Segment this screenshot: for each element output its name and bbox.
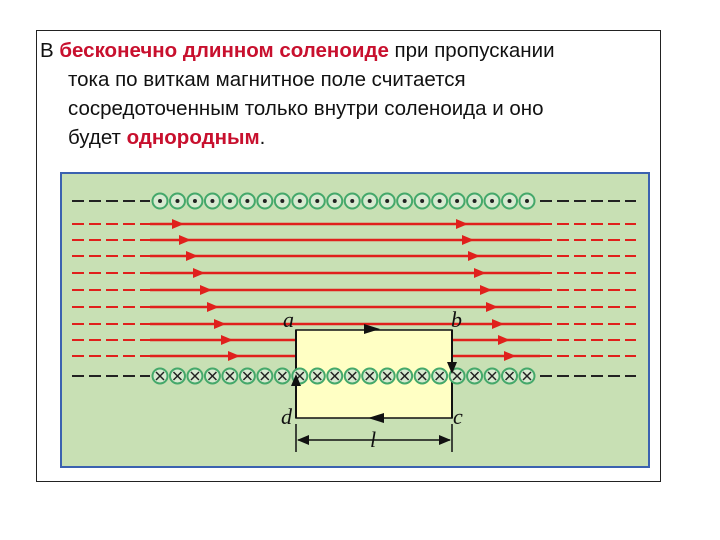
coil-dot	[472, 199, 477, 203]
field-arrow	[498, 335, 510, 345]
coil-cross	[207, 371, 217, 381]
contour-arrow-bc	[447, 362, 457, 374]
coil-dot	[455, 199, 460, 203]
text-line-1-suffix: при пропускании	[388, 39, 555, 62]
coil-dot	[385, 199, 390, 203]
coil-cross	[172, 371, 183, 381]
coil-cross	[435, 371, 445, 381]
coil-dot	[297, 199, 302, 203]
field-arrow	[492, 319, 504, 329]
coil-cross	[365, 371, 375, 381]
coil-dot	[262, 199, 267, 203]
field-arrow	[456, 219, 468, 229]
coil-cross	[452, 371, 462, 381]
contour-arrow-cd	[368, 413, 384, 423]
label-d: d	[281, 404, 293, 429]
field-arrow	[480, 285, 492, 295]
coil-cross	[522, 371, 532, 381]
coil-cross	[347, 371, 357, 381]
coil-cross	[417, 371, 427, 381]
label-l: l	[370, 427, 376, 452]
text-line-4-prefix: будет	[68, 126, 127, 149]
highlight-uniform: однородным	[126, 126, 260, 149]
field-arrow	[504, 351, 516, 361]
coil-dot	[245, 199, 250, 203]
coil-cross	[242, 371, 252, 381]
field-arrow	[462, 235, 474, 245]
text-line-1-prefix: В	[40, 39, 60, 62]
outside-dashed-lines	[72, 200, 636, 377]
coil-cross	[277, 371, 287, 381]
field-arrow	[207, 302, 219, 312]
coil-dot	[525, 199, 529, 203]
text-line-4: будет однородным.	[40, 123, 655, 152]
field-arrow	[186, 251, 198, 261]
coil-cross	[487, 371, 497, 381]
coil-dot	[332, 199, 337, 203]
highlight-solenoid: бесконечно длинном соленоиде	[59, 39, 389, 62]
coil-cross	[330, 371, 340, 381]
coil-dot	[437, 199, 442, 203]
top-coil-dots	[151, 192, 536, 210]
coil-dot	[210, 199, 215, 203]
contour-arrow-ab	[364, 324, 380, 334]
field-arrow	[474, 268, 486, 278]
description-text: В бесконечно длинном соленоиде при пропу…	[40, 36, 655, 152]
label-a: a	[283, 307, 294, 332]
field-arrow	[200, 285, 212, 295]
coil-dot	[227, 199, 232, 203]
coil-dot	[350, 199, 355, 203]
coil-dot	[280, 199, 285, 203]
coil-cross	[190, 371, 200, 381]
coil-cross	[382, 371, 392, 381]
contour-arrow-da	[291, 374, 301, 386]
coil-cross	[225, 371, 235, 381]
coil-dot	[507, 199, 512, 203]
field-arrow	[193, 268, 205, 278]
coil-dot	[315, 199, 320, 203]
label-b: b	[451, 307, 462, 332]
coil-cross	[155, 371, 165, 381]
field-arrow	[172, 219, 184, 229]
coil-cross	[312, 371, 322, 381]
field-arrow	[214, 319, 226, 329]
field-arrow	[468, 251, 480, 261]
coil-cross	[470, 371, 480, 381]
coil-dot	[490, 199, 495, 203]
field-arrow	[179, 235, 191, 245]
text-line-1: В бесконечно длинном соленоиде при пропу…	[40, 36, 655, 65]
text-line-3: сосредоточенным только внутри соленоида …	[68, 97, 544, 120]
coil-dot	[192, 199, 197, 203]
label-c: c	[453, 404, 463, 429]
field-arrow	[221, 335, 233, 345]
text-line-4-suffix: .	[259, 126, 266, 149]
coil-cross	[400, 371, 410, 381]
text-line-2: тока по виткам магнитное поле считается	[68, 68, 466, 91]
coil-dot	[420, 199, 425, 203]
field-arrow	[486, 302, 498, 312]
coil-dot	[158, 199, 162, 203]
field-arrow	[228, 351, 240, 361]
coil-cross	[504, 371, 515, 381]
coil-dot	[402, 199, 407, 203]
coil-cross	[260, 371, 270, 381]
coil-dot	[175, 199, 180, 203]
coil-dot	[367, 199, 372, 203]
bottom-coil-crosses	[151, 367, 536, 385]
